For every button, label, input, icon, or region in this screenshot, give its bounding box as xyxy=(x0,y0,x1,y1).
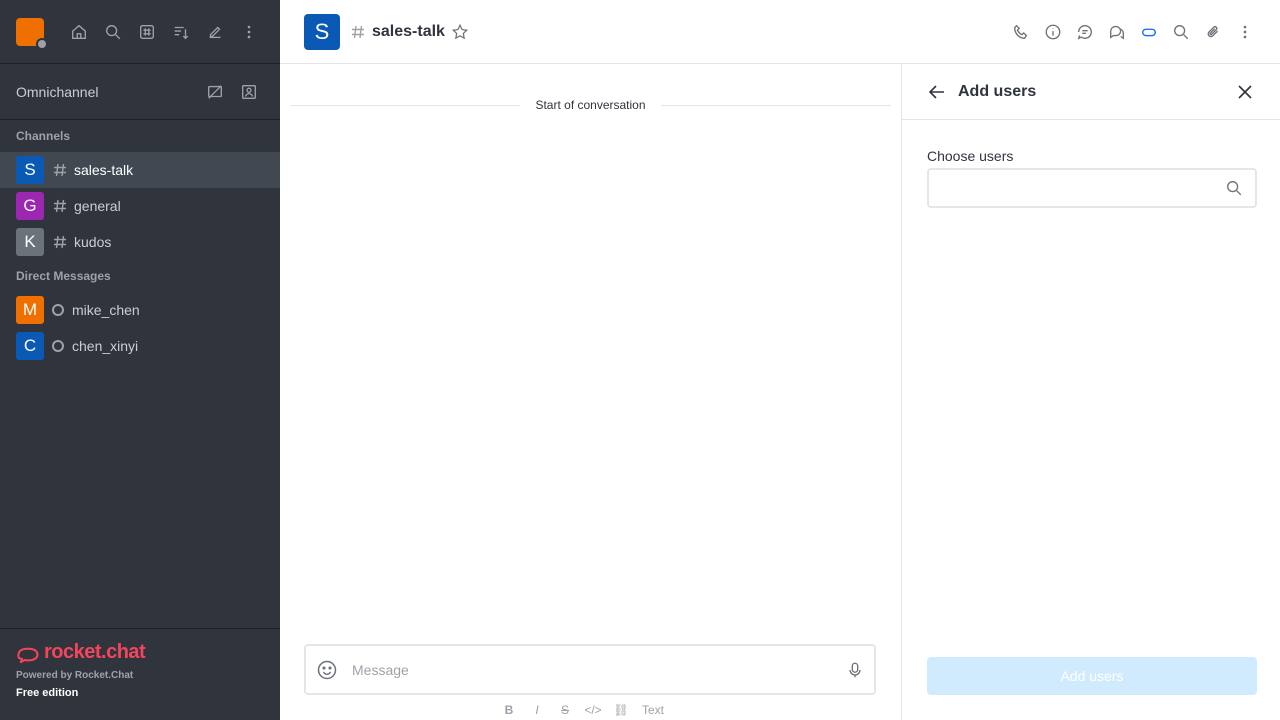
emoji-icon[interactable] xyxy=(316,659,338,681)
user-avatar: M xyxy=(16,296,44,324)
search-icon[interactable] xyxy=(98,17,128,47)
channel-hash-icon xyxy=(352,25,364,38)
user-avatar[interactable] xyxy=(16,17,48,50)
members-icon[interactable] xyxy=(1134,17,1164,47)
contact-center-icon[interactable] xyxy=(234,77,264,107)
user-status-indicator xyxy=(36,37,48,50)
code-icon[interactable]: </> xyxy=(584,703,602,717)
sidebar-item-label: mike_chen xyxy=(72,302,140,318)
room-avatar[interactable]: S xyxy=(304,13,340,50)
channel-hash-icon xyxy=(54,235,66,249)
discussions-icon[interactable] xyxy=(1102,17,1132,47)
sidebar-toolbar xyxy=(64,17,264,47)
sidebar-item-label: chen_xinyi xyxy=(72,338,139,354)
sidebar-footer: rocket.chat Powered by Rocket.Chat Free … xyxy=(0,628,280,720)
threads-icon[interactable] xyxy=(1070,17,1100,47)
message-composer xyxy=(304,644,876,695)
kebab-menu-icon[interactable] xyxy=(234,17,264,47)
status-offline-icon xyxy=(52,340,64,352)
files-clip-icon[interactable] xyxy=(1198,17,1228,47)
add-users-panel: Add users Choose users Add users xyxy=(901,64,1280,720)
link-icon[interactable]: ⛓ xyxy=(613,703,629,717)
search-icon xyxy=(1227,181,1242,196)
search-messages-icon[interactable] xyxy=(1166,17,1196,47)
user-avatar: C xyxy=(16,332,44,360)
favorite-star-icon[interactable] xyxy=(451,23,469,41)
panel-header: Add users xyxy=(902,64,1280,120)
room-header: S sales-talk xyxy=(280,0,1280,64)
powered-by-text: Powered by Rocket.Chat xyxy=(16,670,134,681)
omnichannel-toolbar xyxy=(200,77,264,107)
choose-users-input[interactable] xyxy=(941,180,1225,196)
room-kebab-icon[interactable] xyxy=(1230,17,1260,47)
room-title: sales-talk xyxy=(372,22,445,40)
logo-text: rocket.chat xyxy=(44,641,146,663)
sidebar-item-label: general xyxy=(74,198,121,214)
channel-hash-icon xyxy=(54,163,66,177)
omnichannel-title: Omnichannel xyxy=(16,83,99,100)
room-toolbar xyxy=(1006,17,1260,47)
status-offline-icon xyxy=(52,304,64,316)
room-avatar: G xyxy=(16,192,44,220)
panel-title: Add users xyxy=(958,82,1037,100)
choose-users-field xyxy=(927,168,1257,208)
add-users-button[interactable]: Add users xyxy=(927,657,1257,695)
italic-icon[interactable]: I xyxy=(535,703,539,717)
start-of-conversation: Start of conversation xyxy=(280,98,901,112)
edition-link[interactable]: Free edition xyxy=(16,687,79,699)
room-avatar: S xyxy=(16,156,44,184)
audio-record-icon[interactable] xyxy=(846,661,864,679)
rocket-chat-logo[interactable]: rocket.chat xyxy=(16,641,264,664)
close-icon[interactable] xyxy=(1234,81,1256,103)
sidebar-item-label: sales-talk xyxy=(74,162,134,178)
room-info-icon[interactable] xyxy=(1038,17,1068,47)
channels-section-title: Channels xyxy=(16,129,71,143)
sidebar-item-label: kudos xyxy=(74,234,112,250)
back-arrow-icon[interactable] xyxy=(926,81,948,103)
create-new-icon[interactable] xyxy=(200,17,230,47)
formatting-toolbar: B I S </> ⛓ Text xyxy=(498,701,664,719)
sidebar-topbar xyxy=(0,0,280,64)
home-icon[interactable] xyxy=(64,17,94,47)
message-area: Start of conversation B I S </> ⛓ Text xyxy=(280,64,901,720)
text-format-toggle[interactable]: Text xyxy=(642,703,665,717)
channel-hash-icon xyxy=(54,199,66,213)
call-icon[interactable] xyxy=(1006,17,1036,47)
omnichannel-unavailable-icon[interactable] xyxy=(200,77,230,107)
choose-users-label: Choose users xyxy=(927,148,1014,164)
sort-icon[interactable] xyxy=(166,17,196,47)
directory-icon[interactable] xyxy=(132,17,162,47)
strike-icon[interactable]: S xyxy=(560,703,569,717)
room-avatar: K xyxy=(16,228,44,256)
direct-messages-section-title: Direct Messages xyxy=(16,269,111,283)
message-input[interactable] xyxy=(352,661,836,678)
bold-icon[interactable]: B xyxy=(504,703,514,717)
omnichannel-section: Omnichannel xyxy=(0,64,280,120)
